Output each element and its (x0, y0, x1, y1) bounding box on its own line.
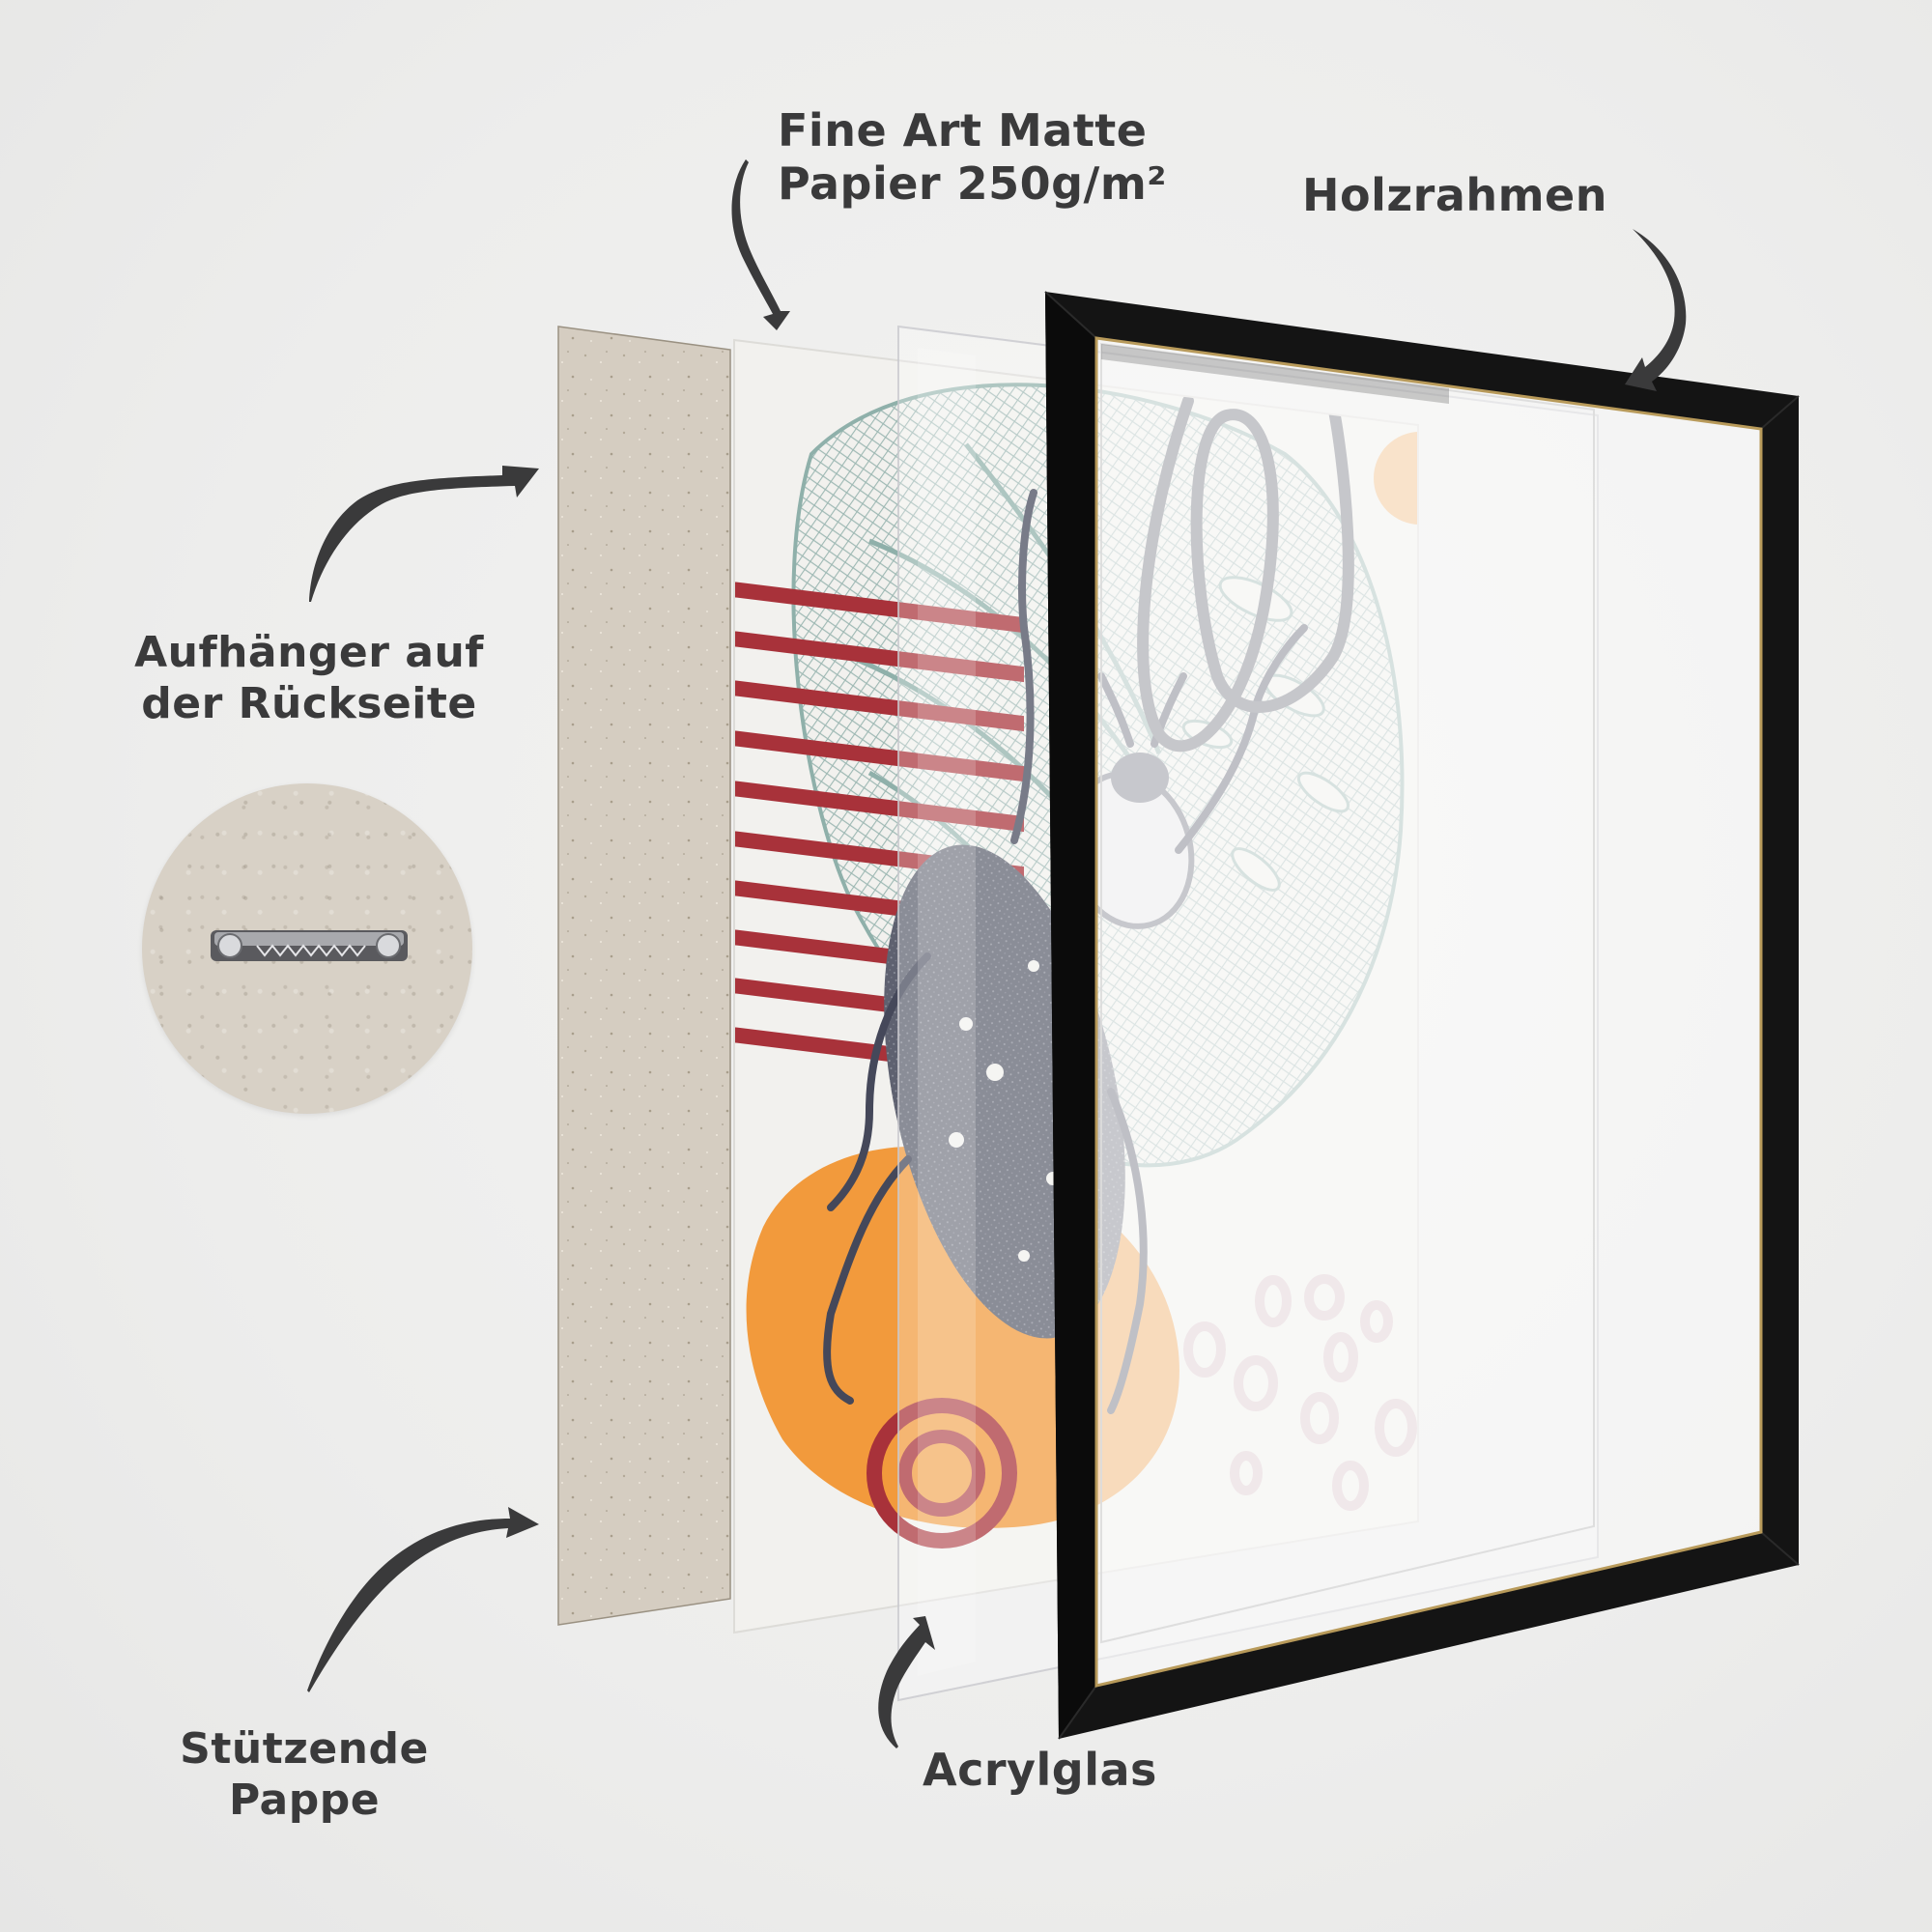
label-wooden-frame: Holzrahmen (1302, 169, 1607, 222)
callout-arrows (307, 159, 1687, 1748)
label-line: Aufhänger auf (134, 628, 484, 677)
label-line: Stützende (180, 1724, 429, 1774)
arrow-board-icon (307, 1507, 539, 1692)
red-rings (867, 1398, 1017, 1548)
label-fine-art-paper: Fine Art Matte Papier 250g/m² (778, 104, 1167, 211)
label-hanger-back: Aufhänger auf der Rückseite (97, 628, 522, 730)
arrow-acrylic-icon (878, 1616, 935, 1748)
label-acrylic-glass: Acrylglas (923, 1744, 1157, 1797)
arrow-frame-icon (1625, 229, 1687, 391)
label-line: Fine Art Matte (778, 104, 1148, 156)
sawtooth-hanger-icon (211, 930, 408, 961)
arrow-paper-icon (731, 159, 790, 330)
label-supporting-board: Stützende Pappe (145, 1724, 464, 1827)
label-line: Papier 250g/m² (778, 157, 1167, 211)
cardboard-backing-layer (557, 326, 731, 1626)
arrow-hanger-icon (309, 466, 539, 602)
label-line: der Rückseite (141, 678, 477, 728)
label-line: Acrylglas (923, 1744, 1157, 1796)
label-line: Holzrahmen (1302, 169, 1607, 221)
label-line: Pappe (228, 1775, 381, 1825)
wooden-frame-layer (1044, 291, 1800, 1740)
